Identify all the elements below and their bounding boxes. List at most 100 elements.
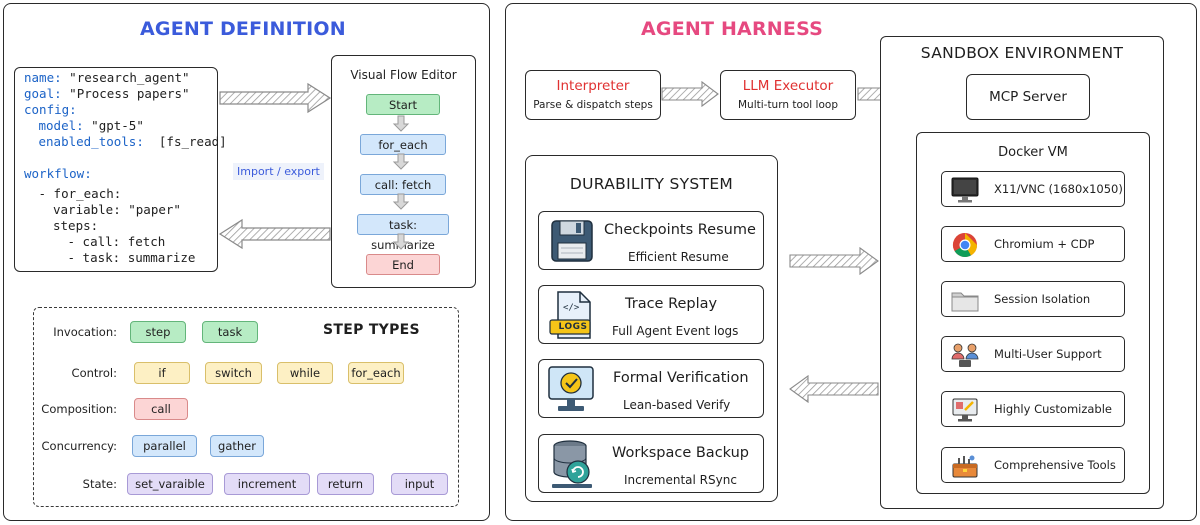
vm-item-label: Chromium + CDP <box>994 237 1095 251</box>
code-line: variable: "paper" <box>53 202 181 218</box>
code-value: [fs_read] <box>143 134 227 149</box>
flow-down-arrow-icon <box>392 193 410 210</box>
code-line: - call: fetch <box>68 234 166 250</box>
import-export-label: Import / export <box>233 163 324 180</box>
flow-node: task: summarize <box>357 214 449 252</box>
code-value: "research_agent" <box>61 70 190 85</box>
code-line: workflow: <box>24 166 92 182</box>
llm-executor-box <box>720 70 856 120</box>
code-value: steps: <box>53 218 99 233</box>
step-type-chip: increment <box>224 473 310 495</box>
step-type-row-label: Control: <box>71 366 117 380</box>
step-type-chip: task <box>202 321 258 343</box>
vm-item-customizable: Highly Customizable <box>941 391 1125 427</box>
code-line: - for_each: <box>39 186 122 202</box>
interpreter-box <box>525 70 661 120</box>
visual-flow-editor <box>331 55 476 288</box>
vm-item-label: Highly Customizable <box>994 402 1112 416</box>
logs-file-icon: </> <box>549 291 591 339</box>
step-type-chip: if <box>134 362 190 384</box>
code-line: enabled_tools: [fs_read] <box>39 134 227 150</box>
llm-executor-sub: Multi-turn tool loop <box>737 99 838 111</box>
svg-text:</>: </> <box>563 303 580 313</box>
code-value: - for_each: <box>38 186 122 201</box>
code-line: goal: "Process papers" <box>24 86 190 102</box>
code-key: workflow: <box>24 166 92 181</box>
arrow-left-icon <box>218 218 331 250</box>
vm-item-label: Multi-User Support <box>994 347 1102 361</box>
arrows-code-flow <box>218 82 332 250</box>
durability-system-title: DURABILITY SYSTEM <box>569 175 734 193</box>
users-icon <box>951 343 979 367</box>
arrow-sandbox-to-durability-icon <box>789 374 879 404</box>
vm-item-label: Comprehensive Tools <box>994 458 1116 472</box>
paint-monitor-icon <box>952 398 978 422</box>
code-value: variable: "paper" <box>53 202 181 217</box>
checkpoints-resume-sub: Efficient Resume <box>628 250 729 264</box>
code-value: "Process papers" <box>61 86 190 101</box>
code-line: config: <box>24 102 77 118</box>
vm-item-label: Session Isolation <box>994 292 1091 306</box>
code-key: name: <box>24 70 62 85</box>
step-type-chip: switch <box>205 362 262 384</box>
docker-vm-title: Docker VM <box>998 145 1068 160</box>
flow-connectors <box>392 115 410 250</box>
checkpoints-resume-title: Checkpoints Resume <box>604 222 756 238</box>
step-type-row-label: Invocation: <box>53 325 117 339</box>
step-type-chip: while <box>277 362 333 384</box>
code-key: config: <box>24 102 77 117</box>
code-line: model: "gpt-5" <box>39 118 144 134</box>
formal-verification-sub: Lean-based Verify <box>623 398 731 412</box>
step-type-chip: parallel <box>132 435 197 457</box>
arrow-interpreter-to-llm-icon <box>661 80 719 108</box>
database-sync-icon <box>552 440 592 488</box>
toolbox-icon <box>952 455 978 478</box>
step-type-chip: step <box>130 321 186 343</box>
interpreter-title: Interpreter <box>556 78 630 94</box>
step-type-row-label: State: <box>82 477 117 491</box>
flow-node: call: fetch <box>360 174 446 195</box>
agent-definition-title: AGENT DEFINITION <box>140 18 346 40</box>
step-type-chip: return <box>317 473 374 495</box>
folder-icon <box>951 292 979 312</box>
flow-node: Start <box>366 94 440 115</box>
sandbox-environment-title: SANDBOX ENVIRONMENT <box>920 44 1124 62</box>
code-key: goal: <box>24 86 62 101</box>
agent-harness-title: AGENT HARNESS <box>641 18 823 40</box>
step-types-title: STEP TYPES <box>323 322 420 338</box>
trace-replay-title: Trace Replay <box>625 296 718 312</box>
vm-item-x11-vnc: X11/VNC (1680x1050) <box>941 171 1125 207</box>
flow-down-arrow-icon <box>392 233 410 250</box>
code-key: enabled_tools: <box>38 134 144 149</box>
vm-item-chromium: Chromium + CDP <box>941 226 1125 262</box>
step-type-chip: for_each <box>348 362 404 384</box>
step-type-row-label: Composition: <box>41 402 117 416</box>
code-value: - call: fetch <box>67 234 166 249</box>
trace-replay-sub: Full Agent Event logs <box>612 324 739 338</box>
vm-item-session-isolation: Session Isolation <box>941 281 1125 317</box>
code-value: "gpt-5" <box>83 118 144 133</box>
logs-badge: LOGS <box>558 322 588 332</box>
workspace-backup-title: Workspace Backup <box>612 445 750 461</box>
verified-monitor-icon <box>548 366 594 411</box>
step-type-chip: call <box>134 398 188 420</box>
code-line: steps: <box>53 218 98 234</box>
flow-down-arrow-icon <box>392 153 410 170</box>
workspace-backup-sub: Incremental RSync <box>624 473 737 487</box>
step-type-chip: set_varaible <box>127 473 213 495</box>
arrow-right-icon <box>219 82 332 114</box>
visual-flow-editor-title: Visual Flow Editor <box>350 68 457 82</box>
vm-item-label: X11/VNC (1680x1050) <box>994 182 1123 196</box>
vm-item-tools: Comprehensive Tools <box>941 447 1125 483</box>
mcp-server-label: MCP Server <box>989 89 1067 105</box>
step-type-chip: gather <box>210 435 264 457</box>
step-type-chip: input <box>391 473 448 495</box>
interpreter-sub: Parse & dispatch steps <box>533 99 653 111</box>
flow-node: End <box>366 254 440 275</box>
mcp-server-box <box>966 74 1090 120</box>
llm-executor-title: LLM Executor <box>742 78 834 94</box>
code-value: - task: summarize <box>67 250 196 265</box>
step-types-box <box>33 307 459 507</box>
monitor-icon <box>951 177 979 203</box>
step-type-row-label: Concurrency: <box>41 439 118 453</box>
